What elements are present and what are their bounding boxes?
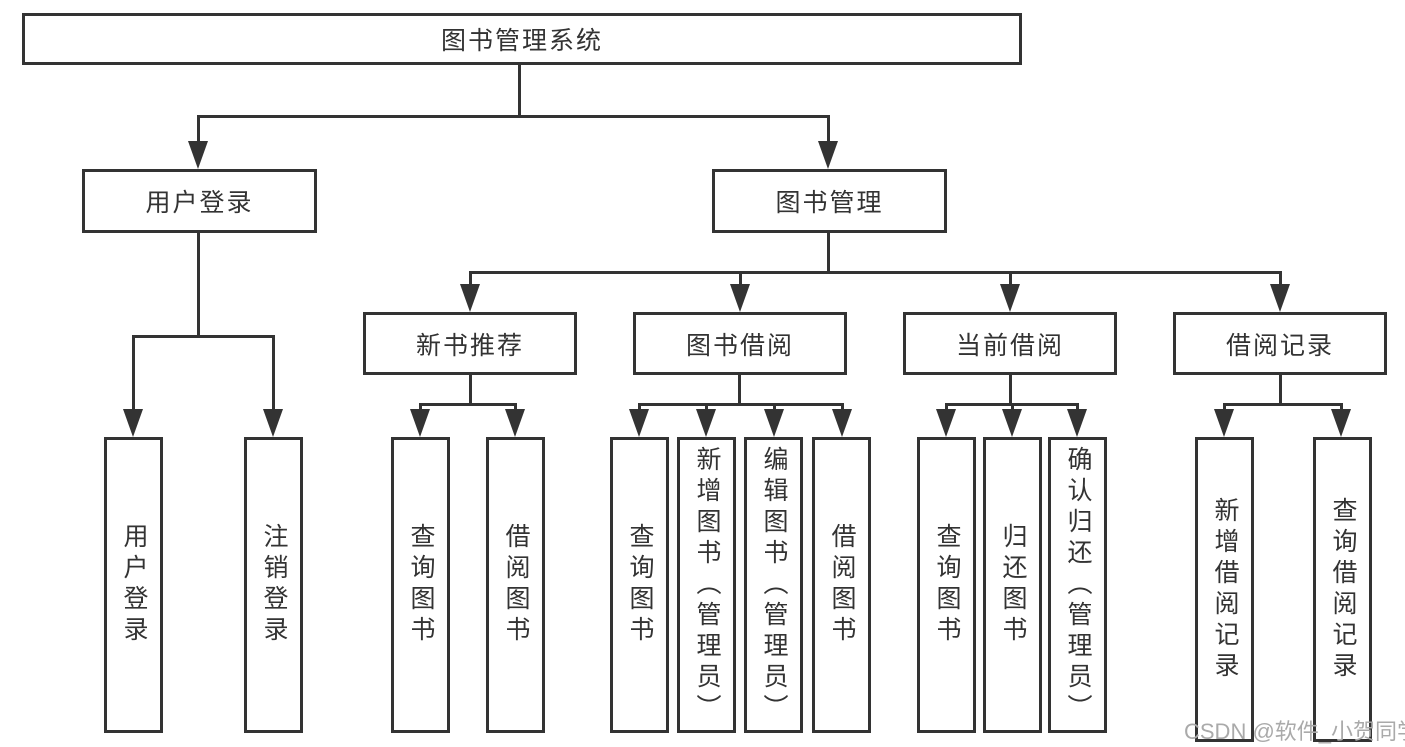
connector-bookmgmt-stem: [827, 233, 830, 273]
connector-drop-user-login: [197, 115, 200, 145]
arrow-down-icon: [505, 409, 525, 437]
arrow-down-icon: [936, 409, 956, 437]
node-label: 新书推荐: [415, 331, 524, 360]
connector-drop: [1009, 271, 1012, 287]
node-book-management: 图书管理: [712, 169, 947, 233]
connector-drop: [272, 335, 275, 411]
connector-userlogin-bar: [132, 335, 275, 338]
arrow-down-icon: [832, 409, 852, 437]
node-label: 当前借阅: [955, 331, 1064, 360]
leaf-label: 查询借阅记录: [1329, 496, 1357, 683]
connector-drop: [773, 403, 776, 411]
leaf-edit-books-admin: 编辑图书（管理员）: [744, 437, 803, 733]
connector-drop: [1076, 403, 1079, 411]
leaf-label: 查询图书: [933, 523, 961, 647]
leaf-confirm-return-admin: 确认归还（管理员）: [1048, 437, 1107, 733]
node-label: 图书管理: [775, 189, 884, 217]
node-label: 用户登录: [145, 189, 254, 217]
leaf-label: 注销登录: [260, 523, 288, 647]
connector-drop: [1279, 271, 1282, 287]
arrow-down-icon: [730, 284, 750, 312]
connector-drop: [1223, 403, 1226, 411]
leaf-query-borrow-record: 查询借阅记录: [1313, 437, 1372, 742]
connector-drop: [469, 271, 472, 287]
connector-bar: [419, 403, 517, 406]
connector-userlogin-stem: [197, 233, 200, 337]
leaf-label: 编辑图书（管理员）: [760, 445, 788, 725]
connector-level3-bar: [469, 271, 1282, 274]
arrow-down-icon: [188, 141, 208, 169]
leaf-label: 用户登录: [120, 523, 148, 647]
node-label: 借阅记录: [1225, 331, 1334, 360]
connector-root-stem: [518, 65, 521, 117]
node-label: 图书管理系统: [440, 27, 603, 55]
arrow-down-icon: [696, 409, 716, 437]
arrow-down-icon: [410, 409, 430, 437]
arrow-down-icon: [764, 409, 784, 437]
arrow-down-icon: [263, 409, 283, 437]
arrow-down-icon: [460, 284, 480, 312]
leaf-logout: 注销登录: [244, 437, 303, 733]
node-library-system: 图书管理系统: [22, 13, 1022, 65]
leaf-query-books: 查询图书: [917, 437, 976, 733]
leaf-label: 新增借阅记录: [1211, 496, 1239, 683]
leaf-label: 查询图书: [407, 523, 435, 647]
connector-drop: [1340, 403, 1343, 411]
connector-drop: [739, 271, 742, 287]
leaf-label: 借阅图书: [502, 523, 530, 647]
node-label: 图书借阅: [685, 331, 794, 360]
leaf-query-books: 查询图书: [610, 437, 669, 733]
arrow-down-icon: [1331, 409, 1351, 437]
leaf-label: 确认归还（管理员）: [1064, 445, 1092, 725]
leaf-label: 归还图书: [999, 523, 1027, 647]
leaf-return-books: 归还图书: [983, 437, 1042, 733]
arrow-down-icon: [1002, 409, 1022, 437]
node-user-login: 用户登录: [82, 169, 317, 233]
connector-stem: [469, 375, 472, 405]
node-borrow-records: 借阅记录: [1173, 312, 1387, 375]
connector-drop-book-mgmt: [827, 115, 830, 145]
leaf-add-borrow-record: 新增借阅记录: [1195, 437, 1254, 742]
arrow-down-icon: [1067, 409, 1087, 437]
node-new-book-recommend: 新书推荐: [363, 312, 577, 375]
node-book-borrow: 图书借阅: [633, 312, 847, 375]
connector-drop: [132, 335, 135, 411]
leaf-label: 借阅图书: [828, 523, 856, 647]
connector-stem: [738, 375, 741, 405]
connector-stem: [1279, 375, 1282, 405]
connector-bar: [1223, 403, 1343, 406]
leaf-label: 新增图书（管理员）: [693, 445, 721, 725]
arrow-down-icon: [818, 141, 838, 169]
arrow-down-icon: [1214, 409, 1234, 437]
node-current-borrow: 当前借阅: [903, 312, 1117, 375]
leaf-label: 查询图书: [626, 523, 654, 647]
leaf-borrow-books: 借阅图书: [812, 437, 871, 733]
arrow-down-icon: [123, 409, 143, 437]
csdn-watermark: CSDN @软件_小贺同学: [1184, 719, 1405, 744]
connector-stem: [1009, 375, 1012, 405]
connector-drop: [705, 403, 708, 411]
connector-level1-bar: [197, 115, 830, 118]
arrow-down-icon: [1270, 284, 1290, 312]
connector-drop: [945, 403, 948, 411]
leaf-user-login: 用户登录: [104, 437, 163, 733]
leaf-query-books: 查询图书: [391, 437, 450, 733]
leaf-add-books-admin: 新增图书（管理员）: [677, 437, 736, 733]
connector-drop: [841, 403, 844, 411]
connector-drop: [419, 403, 422, 411]
connector-bar: [638, 403, 843, 406]
leaf-borrow-books: 借阅图书: [486, 437, 545, 733]
connector-drop: [638, 403, 641, 411]
arrow-down-icon: [1000, 284, 1020, 312]
connector-drop: [1011, 403, 1014, 411]
arrow-down-icon: [629, 409, 649, 437]
connector-drop: [514, 403, 517, 411]
